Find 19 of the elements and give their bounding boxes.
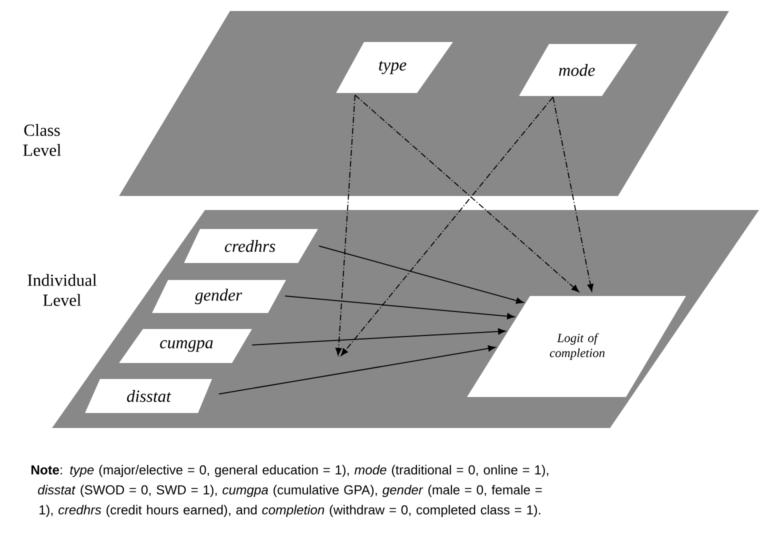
variable-box: cumgpa: [119, 329, 252, 363]
variable-box: disstat: [85, 379, 212, 413]
arrow: [284, 296, 515, 320]
arrow: [354, 94, 580, 292]
arrow: [318, 246, 524, 304]
arrow: [552, 96, 594, 292]
level-label: Individual Level: [28, 274, 97, 306]
note-text: Note: type (major/elective = 0, general education = 1), mode (traditional = 0, online = 1), disstat (SWOD = 0, SWD = 1), cumgpa (cumulative GPA), gender (male = 0, female = 1), credhrs (credit hours earned), and completion (withdraw = 0, completed class = 1).: [31, 464, 548, 518]
node-label: Logit of completion: [550, 333, 605, 360]
arrow: [335, 94, 356, 356]
arrow: [218, 345, 496, 394]
arrow: [252, 328, 506, 346]
variable-box: type: [336, 42, 453, 93]
variable-box: Logit of completion: [467, 296, 686, 397]
variable-box: gender: [152, 280, 286, 313]
arrow: [340, 96, 554, 356]
variable-box: credhrs: [184, 229, 318, 263]
level-label: Class Level: [23, 124, 62, 156]
variable-box: mode: [519, 44, 637, 96]
